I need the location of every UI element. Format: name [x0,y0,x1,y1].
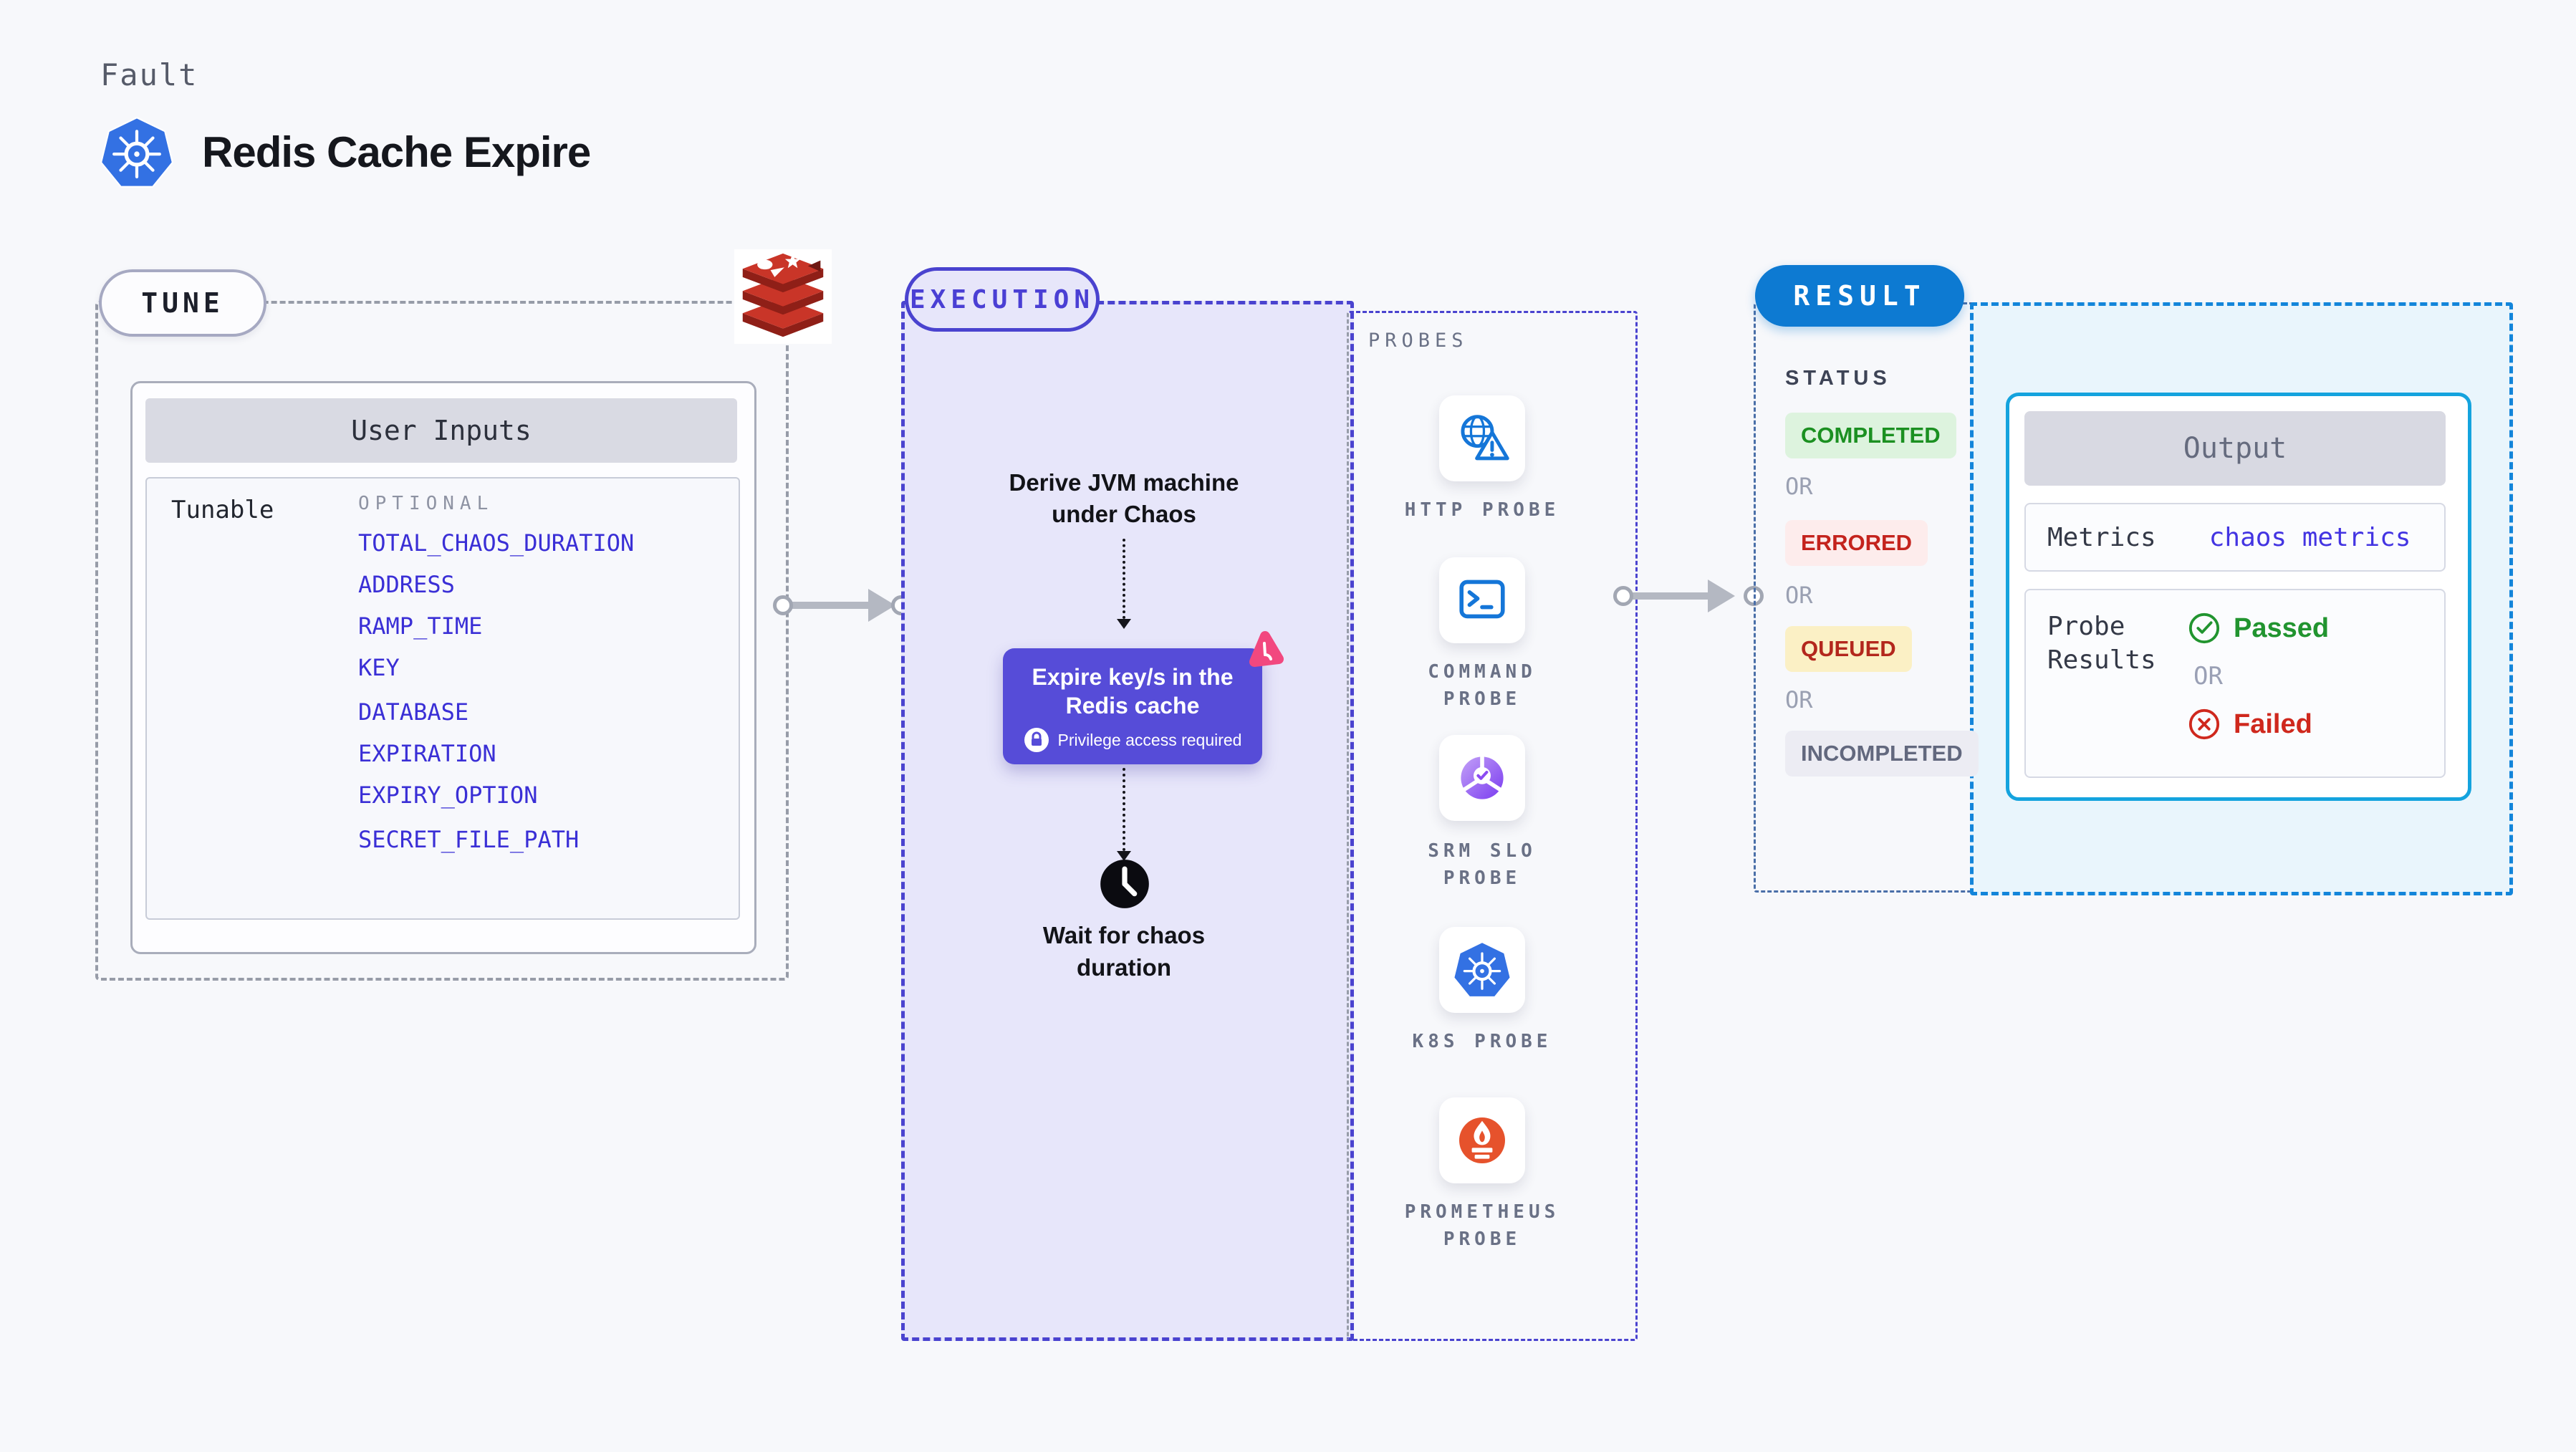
env-var-link[interactable]: RAMP_TIME [358,612,483,640]
env-var-link[interactable]: EXPIRY_OPTION [358,782,538,809]
srm-slo-probe-label: SRM SLO PROBE [1428,840,1537,889]
page-title: Redis Cache Expire [202,128,591,176]
failed-text: Failed [2234,708,2312,739]
or-label: OR [1785,686,1813,713]
execution-panel [901,301,1354,1341]
k8s-probe-card [1439,927,1525,1013]
arrow-head [868,589,895,622]
prometheus-probe-card [1439,1097,1525,1183]
env-var-link[interactable]: DATABASE [358,698,469,726]
lock-icon [1024,728,1049,752]
env-var-list: TOTAL_CHAOS_DURATION ADDRESS RAMP_TIME K… [358,532,634,851]
tunable-label: Tunable [171,496,274,524]
env-var-link[interactable]: TOTAL_CHAOS_DURATION [358,529,635,557]
tunable-box [145,477,740,920]
slo-donut-icon [1461,755,1504,799]
arrow-tune-to-execution [785,602,868,609]
arrow-down-icon [1117,851,1131,861]
or-label: OR [1785,473,1813,500]
execution-step-derive: Derive JVM machine under Chaos [1009,469,1239,527]
flow-dotted-line [1123,539,1125,619]
env-var-link[interactable]: ADDRESS [358,571,455,598]
status-label: STATUS [1785,367,1891,390]
or-label: OR [1785,582,1813,609]
command-probe-card [1439,557,1525,643]
env-group: DATABASE EXPIRATION EXPIRY_OPTION [358,701,634,807]
arrow-head [1708,580,1735,612]
env-var-link[interactable]: SECRET_FILE_PATH [358,826,580,853]
execution-badge: EXECUTION [905,267,1100,332]
metrics-label: Metrics [2047,522,2156,552]
status-badge-incompleted: INCOMPLETED [1785,731,1979,777]
kubernetes-icon [1454,943,1510,996]
arrow-down-icon [1117,619,1131,629]
execution-step-wait: Wait for chaos duration [1042,922,1206,981]
privilege-note-text: Privilege access required [1057,730,1242,749]
connector-dot [1613,586,1633,606]
prometheus-icon [1459,1117,1505,1163]
chaos-pink-icon [1243,629,1287,673]
chaos-action-title: Expire key/s in the Redis cache [1032,664,1234,718]
or-label: OR [2193,662,2223,691]
env-var-link[interactable]: KEY [358,654,400,681]
connector-dot [773,595,793,615]
status-badge-errored: ERRORED [1785,520,1928,566]
tune-panel [95,301,789,981]
flow-dotted-line [1123,768,1125,851]
metrics-row: Metrics chaos metrics [2024,503,2446,572]
passed-state: Passed [2188,612,2329,645]
globe-alert-icon [1461,415,1509,461]
passed-text: Passed [2234,612,2330,643]
check-circle-icon [2188,612,2220,644]
fault-kicker: Fault [100,57,198,92]
status-badge-queued: QUEUED [1785,626,1912,672]
chaos-action-node: Expire key/s in the Redis cache Privileg… [1003,648,1262,764]
kubernetes-icon [99,115,175,191]
env-var-link[interactable]: EXPIRATION [358,740,496,767]
user-inputs-header: User Inputs [145,398,737,463]
probes-label: PROBES [1368,330,1469,352]
env-group: SECRET_FILE_PATH [358,828,634,851]
probe-results-row: Probe Results Passed OR Failed [2024,589,2446,778]
status-badge-completed: COMPLETED [1785,413,1956,458]
tune-badge: TUNE [99,269,266,337]
optional-label: OPTIONAL [358,493,494,514]
k8s-probe-label: K8S PROBE [1412,1031,1552,1052]
output-header: Output [2024,411,2446,486]
arrow-execution-to-result [1628,592,1708,600]
http-probe-label: HTTP PROBE [1404,499,1560,521]
privilege-note: Privilege access required [1003,727,1262,753]
result-badge: RESULT [1755,265,1964,327]
probe-results-states: Passed OR Failed [2188,610,2329,756]
x-circle-icon [2188,708,2220,740]
redis-icon [734,249,832,344]
failed-state: Failed [2188,708,2329,741]
srm-slo-probe-card [1439,735,1525,821]
http-probe-card [1439,395,1525,481]
metrics-value[interactable]: chaos metrics [2209,522,2411,552]
probes-panel [1347,311,1638,1341]
probe-results-label: Probe Results [2047,612,2156,675]
env-group: TOTAL_CHAOS_DURATION ADDRESS RAMP_TIME K… [358,532,634,679]
terminal-icon [1459,580,1505,619]
command-probe-label: COMMAND PROBE [1428,661,1537,710]
clock-icon [1099,858,1150,910]
prometheus-probe-label: PROMETHEUS PROBE [1404,1201,1560,1250]
